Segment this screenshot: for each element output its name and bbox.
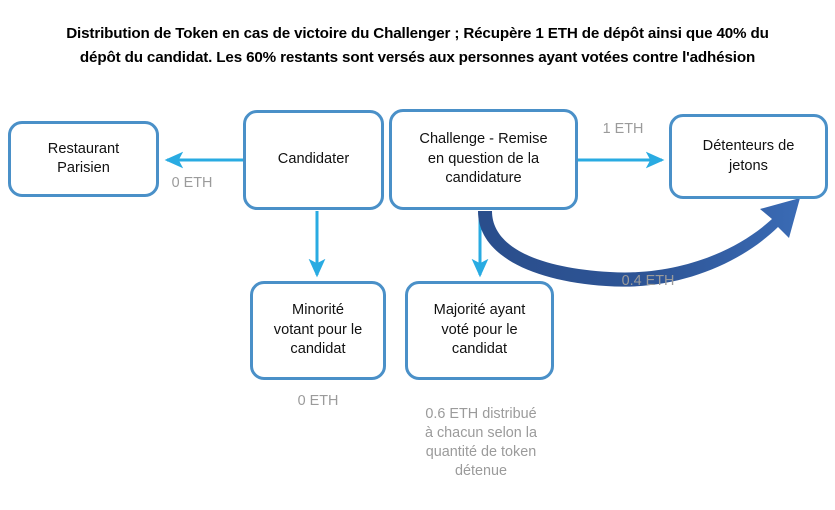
node-minorite-label: Minorité votant pour le candidat — [273, 302, 363, 358]
node-detenteurs-de-jetons[interactable]: Détenteurs de jetons — [669, 114, 828, 199]
node-minorite-votant[interactable]: Minorité votant pour le candidat — [250, 281, 386, 380]
page-title: Distribution de Token en cas de victoire… — [18, 22, 817, 69]
node-candidater[interactable]: Candidater — [243, 110, 384, 210]
title-line-2: dépôt du candidat. Les 60% restants sont… — [79, 48, 756, 66]
edge-label-curved-challenge-to-detenteurs: 0.4 ETH — [621, 273, 675, 289]
node-majorite-label: Majorité ayant voté pour le candidat — [433, 302, 526, 358]
title-line-1: Distribution de Token en cas de victoire… — [66, 25, 769, 42]
node-restaurant-parisien[interactable]: Restaurant Parisien — [8, 121, 159, 197]
edge-label-challenge-to-majorite: 0.6 ETH distribué à chacun selon la quan… — [424, 406, 537, 480]
edge-label-challenge-to-detenteurs: 1 ETH — [602, 121, 644, 137]
node-challenge-remise-en-question[interactable]: Challenge - Remise en question de la can… — [389, 109, 578, 210]
node-majorite-ayant-vote[interactable]: Majorité ayant voté pour le candidat — [405, 281, 554, 380]
node-restaurant-parisien-label: Restaurant Parisien — [47, 140, 120, 176]
edge-label-candidater-to-restaurant: 0 ETH — [171, 175, 213, 191]
node-candidater-label: Candidater — [277, 151, 350, 168]
node-detenteurs-label: Détenteurs de jetons — [702, 138, 795, 174]
edge-label-candidater-to-minorite: 0 ETH — [297, 393, 339, 409]
node-challenge-label: Challenge - Remise en question de la can… — [419, 131, 548, 187]
